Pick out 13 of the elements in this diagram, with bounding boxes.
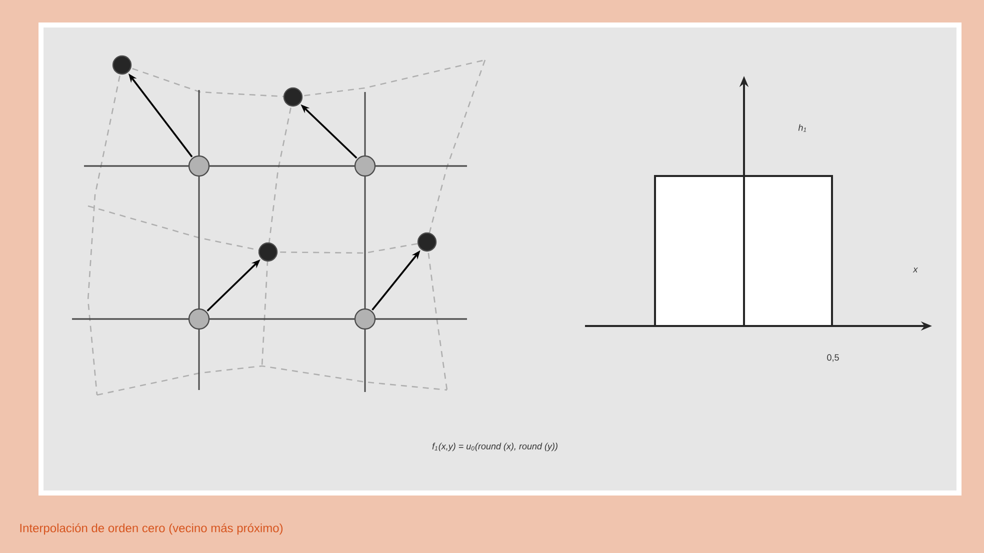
sample-point — [283, 87, 303, 107]
axis-label: x — [912, 268, 918, 272]
caption: Interpolación de orden cero (vecino más próximo) — [20, 523, 283, 535]
sample-point — [258, 242, 278, 262]
grid-point — [188, 308, 210, 330]
grid-point — [188, 155, 210, 177]
sample-point — [112, 55, 132, 75]
axis-label: h$_{1}$ — [798, 124, 806, 132]
grid-point — [354, 308, 376, 330]
sample-point — [417, 232, 437, 252]
formula: f$_{1}$(x,y) = u$_{0}$(round (x), round (y)) — [432, 442, 558, 452]
grid-point — [354, 155, 376, 177]
tick-label: 0,5 — [827, 354, 839, 362]
